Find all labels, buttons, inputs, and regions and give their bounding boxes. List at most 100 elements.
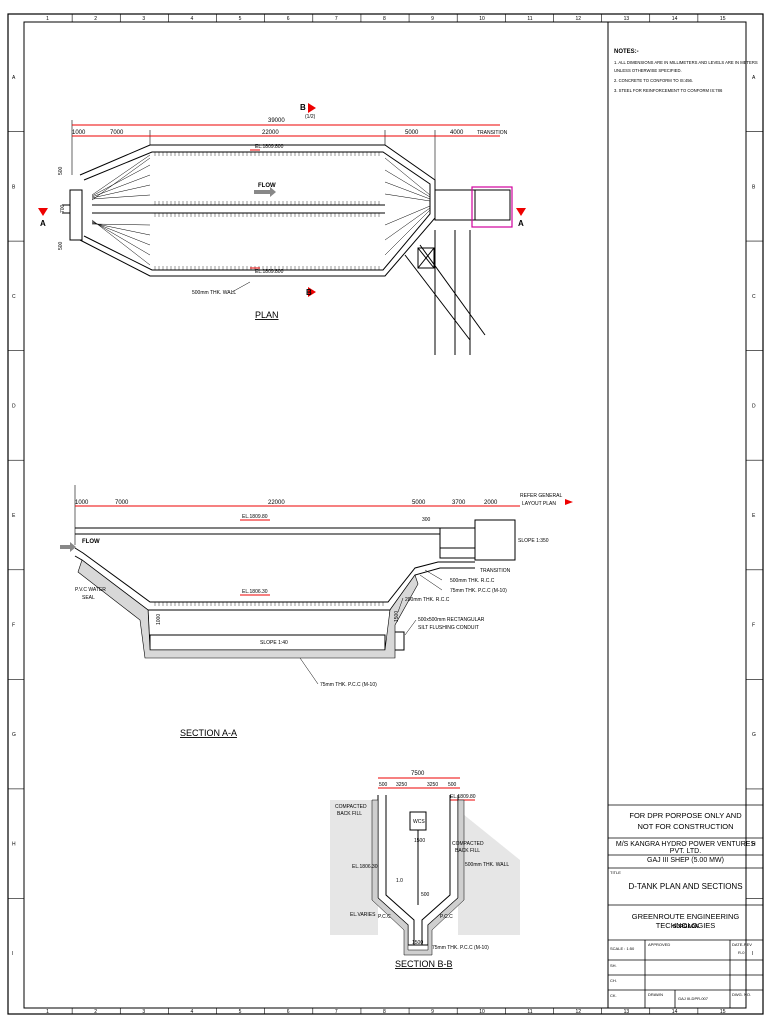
grid-col-label: 12 xyxy=(576,1009,582,1015)
grid-col-label: 6 xyxy=(287,16,290,22)
plan-dim-4: 5000 xyxy=(405,130,419,136)
tb-purpose-2: NOT FOR CONSTRUCTION xyxy=(637,822,734,831)
aa-pcc-75a: 75mm THK. P.C.C (M-10) xyxy=(450,588,507,594)
bb-title: SECTION B-B xyxy=(395,959,453,969)
grid-col-label: 14 xyxy=(672,16,678,22)
bb-wcs: WCS xyxy=(413,819,425,825)
plan-dim-2: 7000 xyxy=(110,130,124,136)
tb-firm: GREENROUTE ENGINEERING TECHNOLOGIES xyxy=(631,912,740,930)
grid-col-label: 10 xyxy=(479,16,485,22)
plan-flow-label: FLOW xyxy=(258,183,276,189)
notes-heading: NOTES:- xyxy=(614,49,639,55)
grid-row-label: G xyxy=(752,732,756,738)
aa-refer-1: REFER GENERAL xyxy=(520,493,562,499)
tb-title-label: TITLE xyxy=(610,870,621,875)
plan-el-top: EL.1809.800 xyxy=(255,144,284,150)
bb-dim-a: 500 xyxy=(379,782,388,788)
aa-conduit-2: SILT FLUSHING CONDUIT xyxy=(418,625,479,631)
grid-col-label: 6 xyxy=(287,1009,290,1015)
bb-backfill-left-1: COMPACTED xyxy=(335,804,367,810)
grid-row-label: C xyxy=(12,294,16,300)
grid-col-label: 13 xyxy=(624,16,630,22)
plan-a-right: A xyxy=(518,219,524,228)
aa-pvc-2: SEAL xyxy=(82,595,95,601)
plan-dim-5: 4000 xyxy=(450,130,464,136)
aa-pcc-fill xyxy=(77,559,419,659)
grid-row-label: F xyxy=(12,623,15,629)
bb-dim-c: 3250 xyxy=(427,782,438,788)
grid-col-label: 10 xyxy=(479,1009,485,1015)
grid-col-label: 5 xyxy=(239,16,242,22)
aa-el-top: EL.1809.80 xyxy=(242,514,268,520)
bb-backfill-left-2: BACK FILL xyxy=(337,811,362,817)
bb-dim-f: 1500 xyxy=(412,940,423,946)
section-aa-dimensions xyxy=(74,485,520,545)
plan-wall-label: 500mm THK. WALL xyxy=(192,290,236,296)
bb-dim-total: 7500 xyxy=(411,771,425,777)
grid-row-label: I xyxy=(752,951,753,957)
bb-dim-e: 1500 xyxy=(414,838,425,844)
bb-backfill-right-1: COMPACTED xyxy=(452,841,484,847)
plan-dim-total: 39000 xyxy=(268,118,285,124)
tb-date-rev: DATE-REV xyxy=(732,942,752,947)
grid-col-label: 13 xyxy=(624,1009,630,1015)
aa-transition: TRANSITION xyxy=(480,568,511,574)
tb-approved: APPROVED xyxy=(648,942,671,947)
grid-marks: 1122334455667788991010111112121313141415… xyxy=(8,14,763,1015)
tb-dwg-val: GAJ III-DPR-007 xyxy=(678,996,709,1001)
grid-row-label: F xyxy=(752,623,755,629)
aa-flow-label: FLOW xyxy=(82,539,100,545)
grid-col-label: 15 xyxy=(720,16,726,22)
aa-slope-right: SLOPE 1:350 xyxy=(518,538,549,544)
grid-col-label: 5 xyxy=(239,1009,242,1015)
aa-pcc-75b: 75mm THK. P.C.C (M-10) xyxy=(320,682,377,688)
bb-backfill-right-2: BACK FILL xyxy=(455,848,480,854)
grid-col-label: 3 xyxy=(142,16,145,22)
grid-col-label: 7 xyxy=(335,1009,338,1015)
grid-col-label: 7 xyxy=(335,16,338,22)
tb-purpose-1: FOR DPR PORPOSE ONLY AND xyxy=(629,811,742,820)
flow-arrow-icon xyxy=(254,187,276,197)
grid-row-label: A xyxy=(12,75,16,81)
plan-b-top: B xyxy=(300,103,306,112)
grid-col-label: 9 xyxy=(431,1009,434,1015)
aa-dim-3: 22000 xyxy=(268,500,285,506)
tb-ck: CK. xyxy=(610,993,617,998)
tb-scale: SCALE : 1:50 xyxy=(610,946,635,951)
aa-refer-2: LAYOUT PLAN xyxy=(522,501,556,507)
plan-b-ref: (1/2) xyxy=(305,114,316,120)
plan-left-dim-a: 500 xyxy=(58,166,64,175)
tb-title: D-TANK PLAN AND SECTIONS xyxy=(628,882,743,891)
grid-col-label: 9 xyxy=(431,16,434,22)
aa-dim-1: 1000 xyxy=(75,500,89,506)
tb-sh: SH. xyxy=(610,963,617,968)
bb-pcc-left: P.C.C xyxy=(378,914,391,920)
grid-col-label: 8 xyxy=(383,16,386,22)
grid-row-label: E xyxy=(752,513,756,519)
plan-el-bottom: EL.1809.800 xyxy=(255,269,284,275)
plan-left-dim-c: 500 xyxy=(58,241,64,250)
plan-dim-1: 1000 xyxy=(72,130,86,136)
grid-row-label: B xyxy=(12,184,16,190)
tb-drawn: DRAWN xyxy=(648,992,663,997)
aa-d-1500: 1500 xyxy=(394,611,400,622)
outer-frame xyxy=(7,13,764,1015)
grid-row-label: B xyxy=(752,184,756,190)
grid-col-label: 1 xyxy=(46,1009,49,1015)
tb-rev: R-0 xyxy=(738,950,745,955)
section-bb-body xyxy=(377,795,459,946)
grid-col-label: 8 xyxy=(383,1009,386,1015)
plan-dim-3: 22000 xyxy=(262,130,279,136)
tb-dwg-no: DWG. NO. xyxy=(732,992,752,997)
plan-left-dim-b: 700 xyxy=(60,204,66,213)
aa-title: SECTION A-A xyxy=(180,728,237,738)
bb-pcc-fill xyxy=(371,799,465,956)
aa-dim-6: 2000 xyxy=(484,500,498,506)
title-block-lines xyxy=(608,804,763,1008)
plan-transition: TRANSITION xyxy=(477,130,508,136)
grid-row-label: C xyxy=(752,294,756,300)
grid-col-label: 2 xyxy=(94,1009,97,1015)
aa-dim-7: 300 xyxy=(422,517,431,523)
bb-el-vary: EL.VARIES xyxy=(350,912,376,918)
